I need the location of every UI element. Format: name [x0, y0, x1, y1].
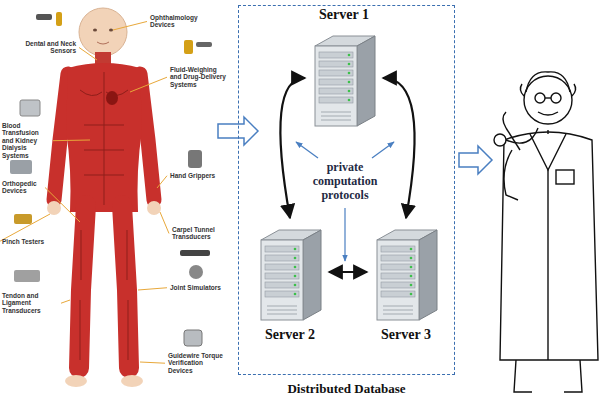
leader-line — [130, 77, 167, 92]
server-icon — [371, 222, 441, 322]
device-label: Blood Transfusion and Kidney Dialysis Sy… — [2, 122, 50, 159]
device-label: Tendon and Ligament Transducers — [2, 292, 58, 314]
device-label: Orthopedic Devices — [2, 180, 42, 195]
leader-line — [113, 21, 147, 30]
device-label: Carpel Tunnel Transducers — [172, 226, 222, 241]
leader-line — [157, 176, 167, 188]
server-node: Server 1 — [305, 6, 383, 132]
server-icon — [309, 28, 379, 128]
sync-arrow — [280, 78, 305, 218]
leader-line — [160, 212, 169, 233]
device-label: Dental and Neck Sensors — [22, 40, 76, 55]
server-icon — [255, 222, 325, 322]
leader-lines — [0, 21, 169, 363]
leader-line — [79, 47, 97, 60]
protocol-label: private computation protocols — [305, 160, 385, 202]
sync-arrow — [383, 78, 415, 218]
device-label: Hand Grippers — [170, 172, 230, 179]
flow-arrow — [459, 146, 492, 174]
leader-line — [61, 300, 70, 303]
server-label: Server 1 — [305, 6, 383, 24]
device-label: Pinch Testers — [2, 238, 50, 245]
server-label: Server 3 — [367, 326, 445, 344]
leader-line — [138, 288, 167, 290]
server-node: Server 3 — [367, 218, 445, 344]
leader-line — [53, 140, 90, 142]
leader-line — [140, 362, 165, 363]
leader-line — [45, 187, 80, 222]
server-node: Server 2 — [251, 218, 329, 344]
device-label: Fluid-Weighing and Drug-Delivery Systems — [170, 66, 230, 88]
server-label: Server 2 — [251, 326, 329, 344]
leader-line — [0, 214, 50, 242]
device-label: Joint Simulators — [170, 284, 222, 291]
device-label: Ophthalmology Devices — [150, 14, 222, 29]
human-body — [47, 8, 161, 387]
sync-arrow — [329, 271, 367, 273]
region-title: Distributed Database — [239, 380, 454, 398]
device-label: Guidewire Torque Verification Devices — [168, 352, 226, 374]
doctor-figure — [494, 72, 598, 392]
